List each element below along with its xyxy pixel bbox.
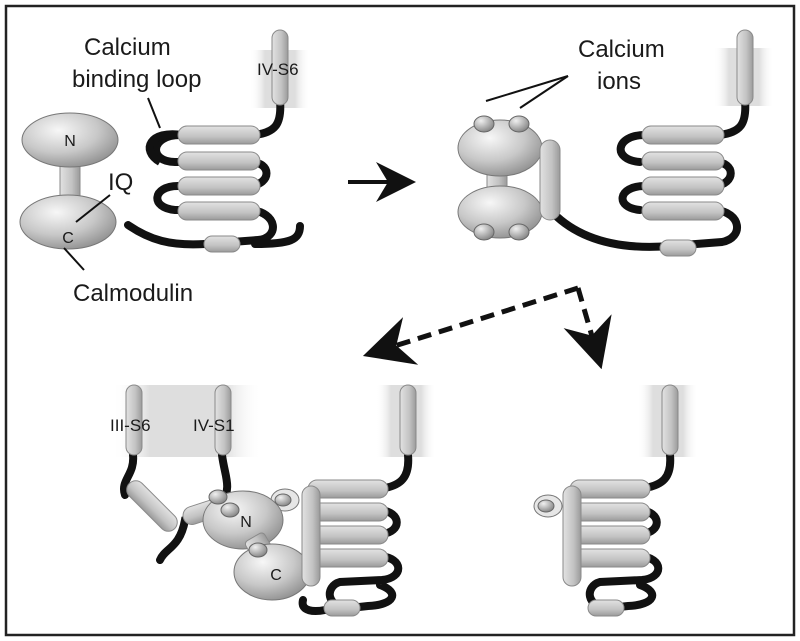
panel-lobe-interaction: N C III-S6 IV-S1 [110,384,436,617]
leader-line [75,194,111,223]
calcium-ion [537,499,555,513]
iq-helix [539,139,561,221]
panel-alternative-state [533,384,698,617]
leader-line [63,247,85,271]
calmodulin-c-lobe [457,185,543,239]
iq-helix [659,239,697,257]
helix [399,384,417,456]
helix [641,151,725,171]
linker-chain [549,96,750,251]
calcium-ion [220,502,240,518]
iq-helix [301,485,321,587]
calcium-ion [508,115,530,133]
calcium-ions-label: Calcium [578,36,665,63]
linker-chain [298,451,413,615]
helix-iv-s1 [214,384,232,456]
calcium-ion [473,115,495,133]
calcium-ions-label: ions [597,68,641,95]
segment-iv-s1-label: IV-S1 [193,416,235,435]
panel-calcium-bound: Calcium ions [457,29,774,257]
calmodulin-label: Calmodulin [73,280,193,307]
calcium-ion [208,489,228,505]
segment-iv-s6-label: IV-S6 [257,60,299,79]
iq-label: IQ [108,169,133,196]
calmodulin-n-lobe [457,119,543,177]
helix [569,502,651,522]
helix [177,176,261,196]
calcium-ion [274,493,292,507]
helix [661,384,679,456]
helix [736,29,754,106]
dashed-arrow-right [563,287,612,370]
helix [641,201,725,221]
lobe-c-label: C [62,230,74,247]
figure-border [4,4,796,637]
iq-helix [587,599,625,617]
iq-helix [323,599,361,617]
lobe-n-label: N [64,133,76,150]
segment-iii-s6-label: III-S6 [110,416,151,435]
calcium-ion [248,542,268,558]
calcium-binding-loop-label: Calcium [84,34,171,61]
helix [177,125,261,145]
calcium-ion [508,223,530,241]
helix [569,479,651,499]
calcium-binding-loop [145,130,183,166]
iq-helix [562,485,582,587]
helix [569,548,651,568]
lobe-c-label: C [270,567,282,584]
dashed-arrow-left [362,285,579,365]
calcium-ion [473,223,495,241]
leader-line [519,75,569,109]
leader-line [485,75,569,102]
panel-resting-state: N C Calcium binding loop IV-S6 IQ Calmod… [19,29,310,307]
helix [641,125,725,145]
leader-line [147,97,161,129]
helix [641,176,725,196]
helix [126,480,178,532]
calcium-binding-loop-label: binding loop [72,66,201,93]
linker-chain [251,222,304,248]
calmodulin-n-lobe [21,112,119,168]
helix [177,201,261,221]
helix-iii-s6 [125,384,143,456]
lobe-n-label: N [240,514,252,531]
helix-iv-s6 [271,29,289,106]
linker-chain [124,96,285,249]
helix [177,151,261,171]
iq-helix [203,235,241,253]
helix [569,525,651,545]
